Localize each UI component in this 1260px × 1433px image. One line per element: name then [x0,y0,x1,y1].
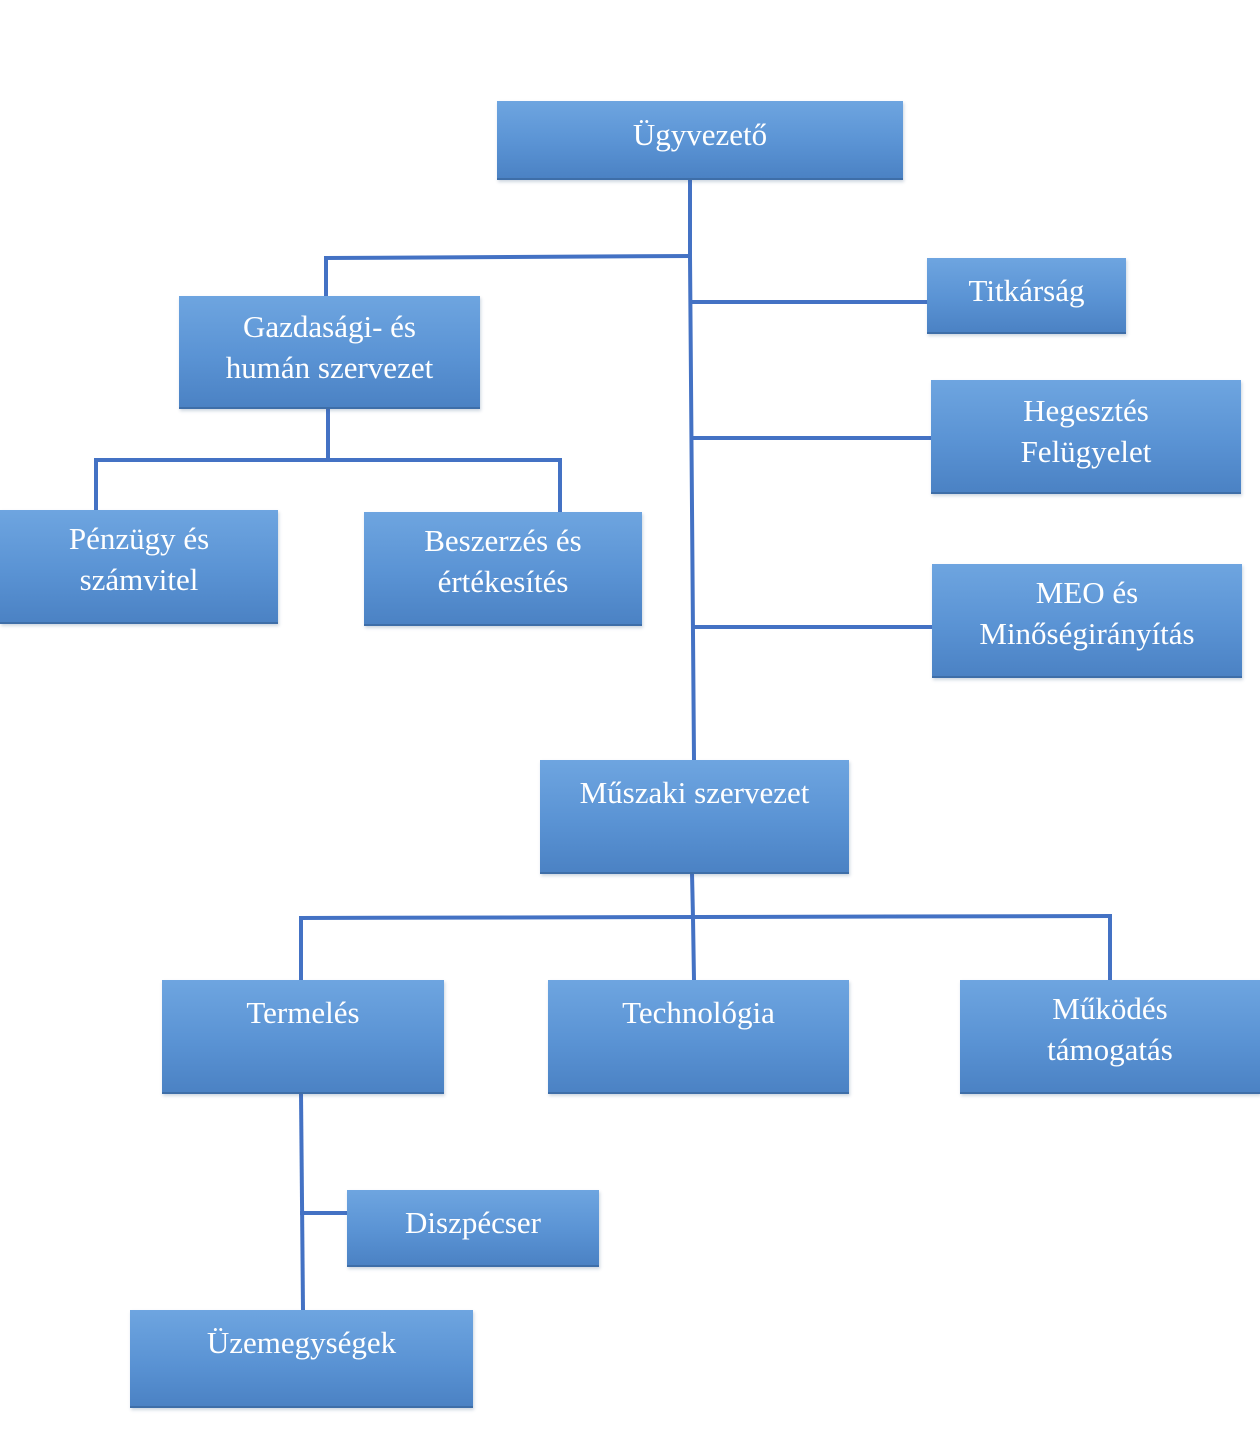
node-mukodes: Működés támogatás [960,980,1260,1094]
node-gazdasagi: Gazdasági- és humán szervezet [179,296,480,409]
node-technologia: Technológia [548,980,849,1094]
connector-muszaki-bar [298,913,1113,921]
connector-muszaki-trunk [689,870,696,921]
node-ugyvezeto-label: Ügyvezető [632,117,768,152]
node-beszerzes: Beszerzés és értékesítés [364,512,642,626]
node-uzemegysegek-label: Üzemegységek [206,1325,397,1360]
node-penzugy: Pénzügy és számvitel [0,510,278,624]
node-meo: MEO és Minőségirányítás [932,564,1242,678]
node-termeles: Termelés [162,980,444,1094]
node-termeles-label: Termelés [246,995,360,1030]
connector-to-technologia [690,915,697,983]
node-diszpecser: Diszpécser [347,1190,599,1267]
connector-main-trunk [687,253,697,763]
node-uzemegysegek: Üzemegységek [130,1310,473,1408]
node-hegesztes-label: Hegesztés Felügyelet [1020,393,1152,469]
node-ugyvezeto: Ügyvezető [497,101,903,180]
node-titkarsag: Titkárság [927,258,1126,334]
connector-termeles-trunk [298,1090,306,1313]
node-hegesztes: Hegesztés Felügyelet [931,380,1241,494]
node-mukodes-label: Működés támogatás [1047,991,1173,1067]
connector-ceo-to-gazdasagi [323,253,693,261]
node-meo-label: MEO és Minőségirányítás [979,575,1195,651]
node-titkarsag-label: Titkárság [968,272,1085,308]
node-technologia-label: Technológia [622,995,775,1030]
node-muszaki-label: Műszaki szervezet [579,775,810,810]
node-muszaki: Műszaki szervezet [540,760,849,874]
node-beszerzes-label: Beszerzés és értékesítés [424,523,582,599]
node-diszpecser-label: Diszpécser [405,1205,541,1240]
node-gazdasagi-label: Gazdasági- és humán szervezet [225,308,434,385]
node-penzugy-label: Pénzügy és számvitel [68,521,210,597]
